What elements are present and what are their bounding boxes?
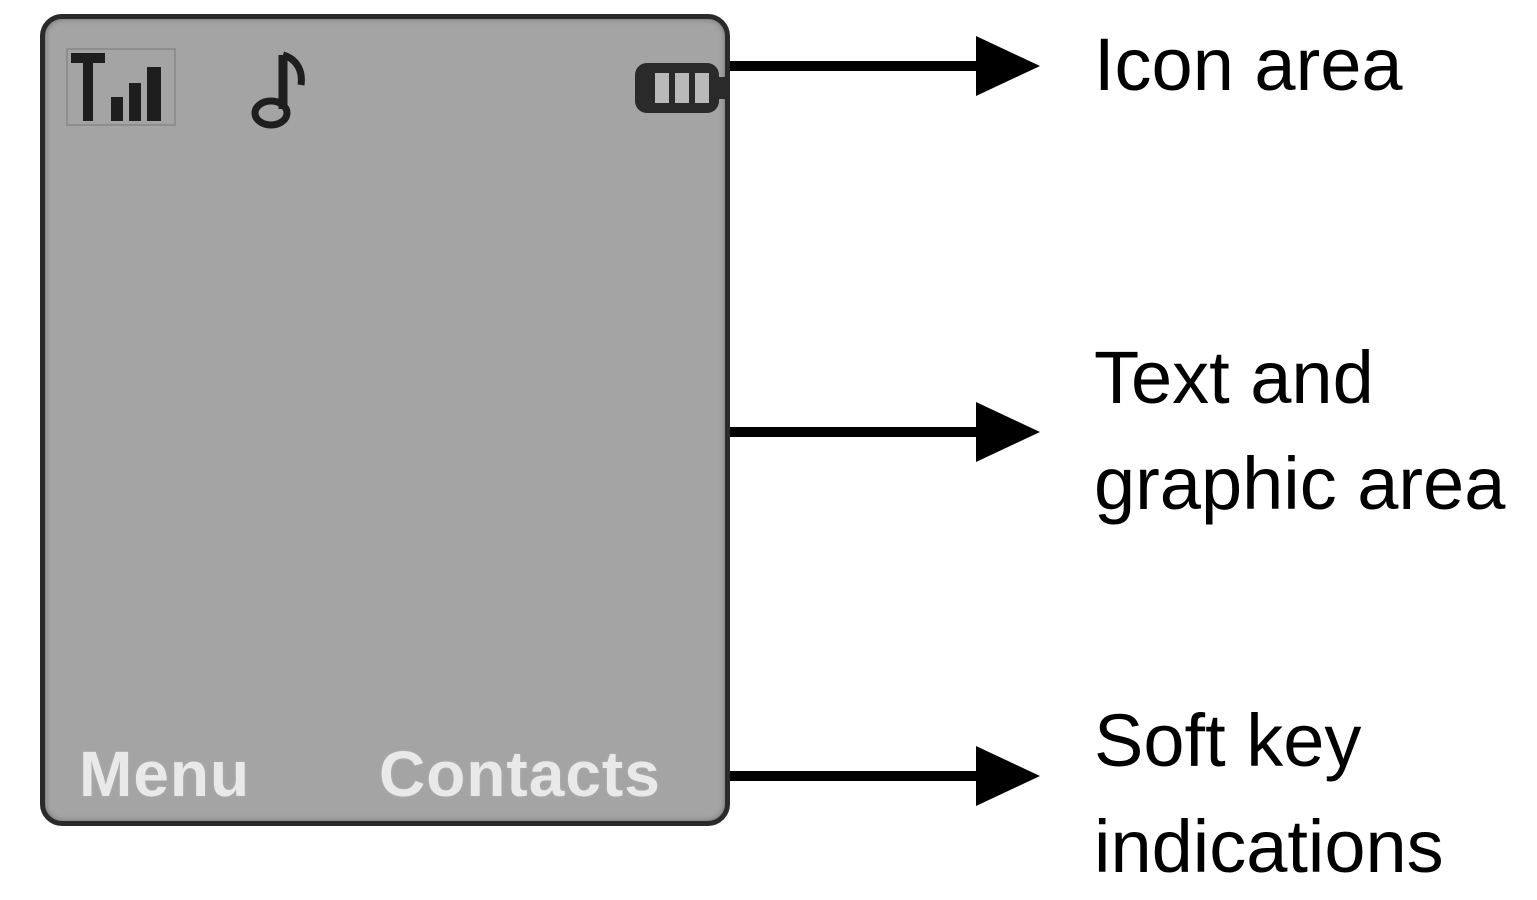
callout-line: Soft key — [1094, 699, 1362, 782]
callout-line: Text and — [1094, 336, 1374, 419]
callout-line: indications — [1094, 805, 1444, 888]
arrow-text-graphic-area — [730, 402, 1040, 462]
callout-icon-area: Icon area — [1094, 12, 1403, 118]
diagram-root: { "screen": { "softkeys": { "left": "Men… — [40, 12, 1506, 888]
callout-text-graphic-area: Text and graphic area — [1094, 325, 1505, 537]
softkey-menu: Menu — [79, 738, 251, 810]
battery-icon — [629, 57, 729, 119]
callout-soft-key-indications: Soft key indications — [1094, 688, 1444, 900]
callout-line: Icon area — [1094, 23, 1403, 106]
arrow-soft-key — [730, 746, 1040, 806]
ringer-icon — [245, 49, 315, 135]
signal-strength-icon — [65, 47, 177, 127]
phone-display: Menu Contacts — [40, 14, 730, 826]
softkey-contacts: Contacts — [379, 738, 661, 810]
callout-arrows — [730, 36, 1040, 806]
arrow-icon-area — [730, 36, 1040, 96]
callout-line: graphic area — [1094, 442, 1506, 525]
